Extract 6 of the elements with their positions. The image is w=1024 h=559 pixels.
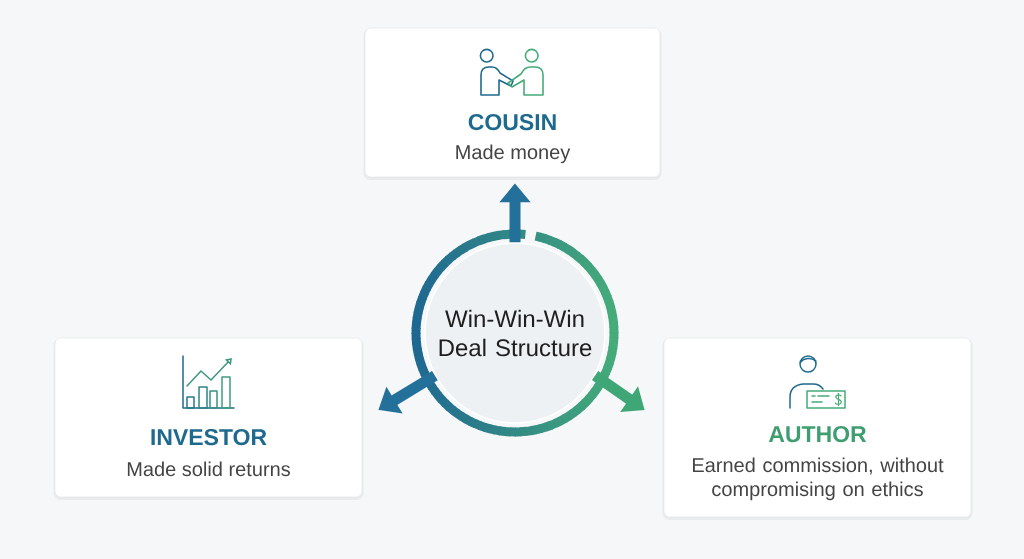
card-title: COUSIN xyxy=(468,113,556,131)
card-title: INVESTOR xyxy=(151,428,267,446)
card-title: AUTHOR xyxy=(768,425,867,443)
card-text: Made solid returns xyxy=(127,461,290,477)
card-text: Made money xyxy=(456,144,571,164)
card-text: Earned commission, without compromising on ethics xyxy=(693,457,944,501)
